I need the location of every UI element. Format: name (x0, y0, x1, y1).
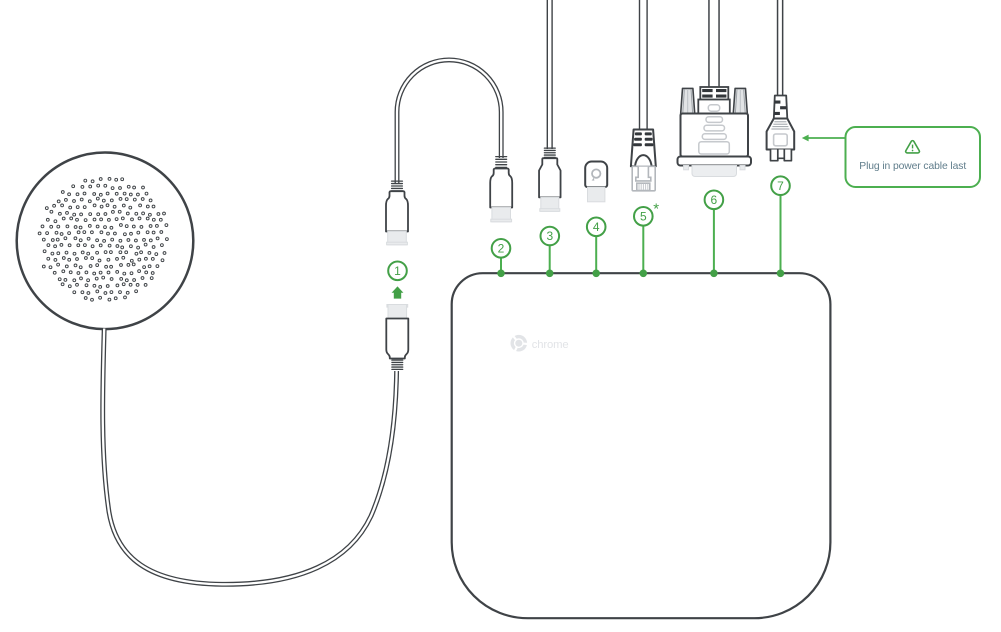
svg-text:2: 2 (498, 242, 505, 256)
svg-text:6: 6 (711, 193, 718, 207)
svg-text:*: * (653, 201, 659, 218)
svg-text:1: 1 (394, 264, 401, 278)
svg-text:7: 7 (777, 179, 784, 193)
svg-text:3: 3 (546, 229, 553, 243)
svg-text:Plug in power cable last: Plug in power cable last (859, 161, 966, 172)
svg-text:5: 5 (640, 210, 647, 224)
svg-text:chrome: chrome (532, 339, 569, 351)
svg-text:4: 4 (593, 220, 600, 234)
